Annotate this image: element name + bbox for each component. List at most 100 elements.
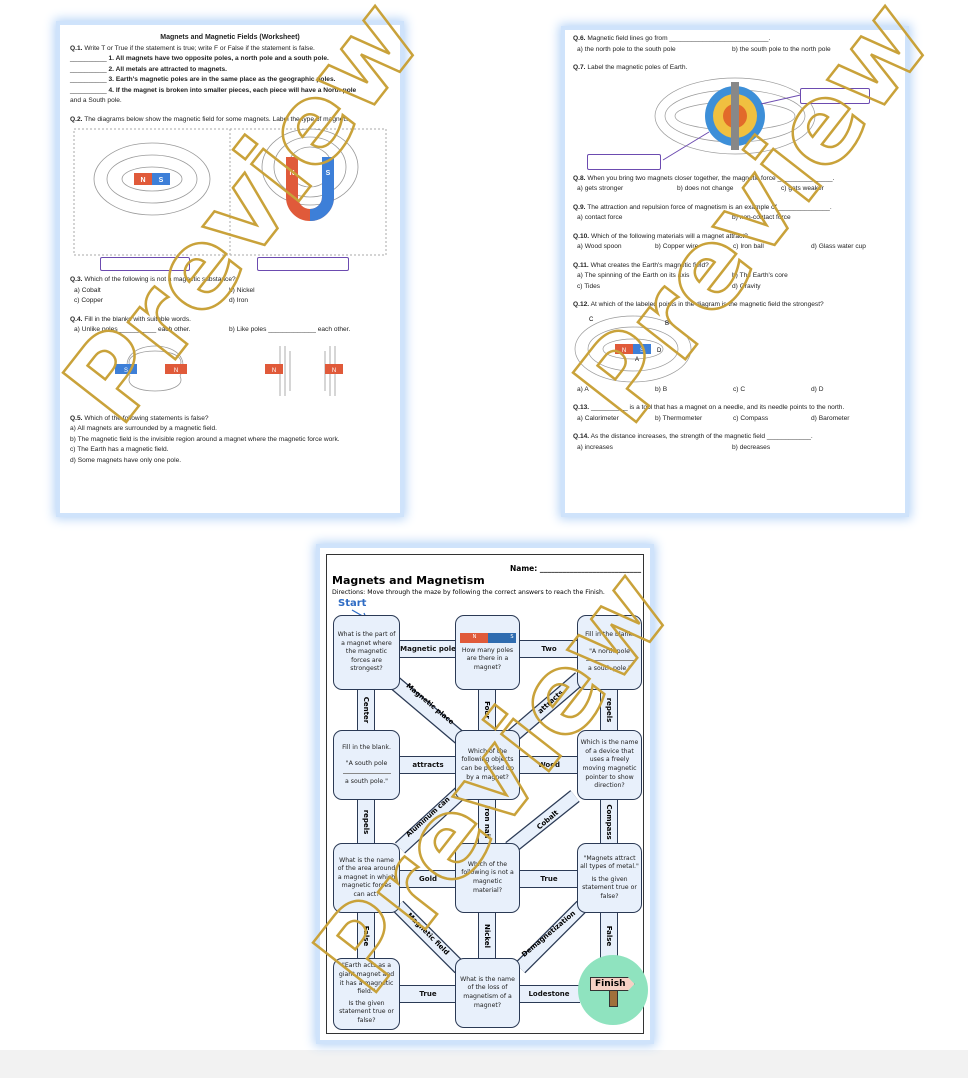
q1-prompt: Q.1. Write T or True if the statement is… (70, 44, 315, 52)
q2-answer-box-2[interactable] (257, 257, 349, 271)
south-label: S (640, 348, 644, 354)
path-center[interactable]: Center (357, 688, 375, 732)
maze-box-not-magnetic[interactable]: Which of the following is not a magnetic… (455, 843, 520, 913)
box-text: Which is the name of a device that uses … (580, 739, 639, 790)
maze-box-fill-north[interactable]: Fill in the blank. "A north pole a south p… (577, 615, 642, 690)
path-repels-1[interactable]: repels (600, 688, 618, 732)
q5-prompt: Q.5. Which of the following statements i… (70, 414, 209, 422)
maze-box-metals-statement[interactable]: "Magnets attract all types of metal."Is … (577, 843, 642, 913)
box-text: a south pole." (344, 777, 389, 785)
path-magnetic-pole[interactable]: Magnetic pole (398, 640, 458, 658)
q5-option: c) The Earth has a magnetic field. (70, 446, 169, 453)
q5-option: d) Some magnets have only one pole. (70, 456, 182, 464)
box-text: What is the name of the area around a ma… (337, 856, 396, 898)
path-compass[interactable]: Compass (600, 798, 618, 846)
q10-prompt: Q.10. Which of the following materials w… (573, 232, 748, 240)
path-false-1[interactable]: False (357, 911, 375, 961)
north-label: N (289, 170, 294, 177)
south-pole-label-box[interactable] (587, 154, 661, 170)
path-wood[interactable]: Wood (518, 756, 580, 774)
south-label: S (159, 177, 164, 184)
q6-prompt: Q.6. Magnetic field lines go from ______… (573, 35, 771, 42)
path-false-2[interactable]: False (600, 911, 618, 961)
maze-page: Name: ___________________________ Magnet… (320, 548, 650, 1040)
q4-diagrams: S N N N (115, 345, 343, 396)
point-b: B (665, 321, 669, 327)
maze-directions: Directions: Move through the maze by fol… (332, 589, 605, 596)
north-label: N (140, 177, 145, 184)
box-text: Which of the following is not a magnetic… (461, 860, 514, 894)
box-text: "Earth acts as a giant magnet and it has… (338, 962, 395, 996)
box-text: a south pole." (587, 665, 632, 673)
north-pole-label-box[interactable] (800, 88, 870, 104)
path-repels-2[interactable]: repels (357, 798, 375, 846)
maze-box-device[interactable]: Which is the name of a device that uses … (577, 730, 642, 800)
name-field[interactable]: Name: ___________________________ (510, 564, 642, 573)
box-text: Which of the following objects can be pi… (461, 747, 514, 781)
maze-diagonal-paths (390, 672, 588, 974)
q7-prompt: Q.7. Label the magnetic poles of Earth. (573, 64, 688, 71)
worksheet-title: Magnets and Magnetic Fields (Worksheet) (160, 34, 300, 41)
box-text: Fill in the blank. (342, 743, 391, 751)
box-text: How many poles are there in a magnet? (461, 646, 514, 671)
q4-blanks: a) Unlike poles __________ each other.b)… (74, 326, 351, 333)
q1-item: __________ 4. If the magnet is broken in… (70, 86, 357, 94)
path-nickel[interactable]: Nickel (478, 911, 496, 961)
q2-diagrams: N S N S (73, 128, 387, 256)
path-attracts[interactable]: attracts (398, 756, 458, 774)
box-text: What is the name of the loss of magnetis… (460, 975, 515, 1009)
north-label: N (272, 368, 276, 374)
q4-prompt: Q.4. Fill in the blanks with suitable wo… (70, 315, 191, 323)
q5-option: b) The magnetic field is the invisible r… (70, 435, 340, 443)
maze-title: Magnets and Magnetism (332, 574, 485, 587)
q1-item: __________ 3. Earth's magnetic poles are… (70, 76, 336, 83)
q9-prompt: Q.9. The attraction and repulsion force … (573, 203, 832, 211)
q13-prompt: Q.13. __________ is a tool that has a ma… (573, 404, 845, 411)
q2-prompt: Q.2. The diagrams below show the magneti… (70, 115, 351, 123)
point-d: D (657, 348, 662, 354)
point-c: C (589, 317, 594, 323)
path-four[interactable]: Four (478, 688, 496, 732)
maze-box-area[interactable]: What is the name of the area around a ma… (333, 843, 400, 913)
q1-item: __________ 1. All magnets have two oppos… (70, 55, 329, 62)
finish-sign: Finish (590, 977, 635, 991)
start-label: Start (338, 598, 367, 609)
box-text: What is the part of a magnet where the m… (337, 631, 396, 673)
box-text: "Magnets attract all types of metal." (580, 854, 639, 871)
point-a: A (635, 357, 639, 363)
q12-diagram: N S C B A D (574, 315, 692, 382)
path-true-1[interactable]: True (518, 870, 580, 888)
maze-box-strongest-part[interactable]: What is the part of a magnet where the m… (333, 615, 400, 690)
q3-prompt: Q.3. Which of the following is not a mag… (70, 276, 236, 283)
q12-prompt: Q.12. At which of the labeled points in … (573, 301, 824, 308)
south-label: S (326, 170, 331, 177)
finish-signpost-icon (609, 989, 618, 1007)
path-gold[interactable]: Gold (398, 870, 458, 888)
path-true-2[interactable]: True (398, 985, 458, 1003)
maze-box-picked-up[interactable]: Which of the following objects can be pi… (455, 730, 520, 800)
north-label: N (622, 348, 626, 354)
path-two[interactable]: Two (518, 640, 580, 658)
finish-circle[interactable]: Finish (578, 955, 648, 1025)
maze-box-earth-statement[interactable]: "Earth acts as a giant magnet and it has… (333, 958, 400, 1030)
box-text: "A north pole (589, 647, 630, 655)
maze-box-loss-of-magnetism[interactable]: What is the name of the loss of magnetis… (455, 958, 520, 1028)
path-lodestone[interactable]: Lodestone (518, 985, 580, 1003)
box-text: Fill in the blank. (585, 631, 634, 639)
path-iron-nail[interactable]: Iron nail (478, 798, 496, 846)
q1-item: __________ 2. All metals are attracted t… (70, 65, 228, 73)
q2-answer-box-1[interactable] (100, 257, 190, 271)
